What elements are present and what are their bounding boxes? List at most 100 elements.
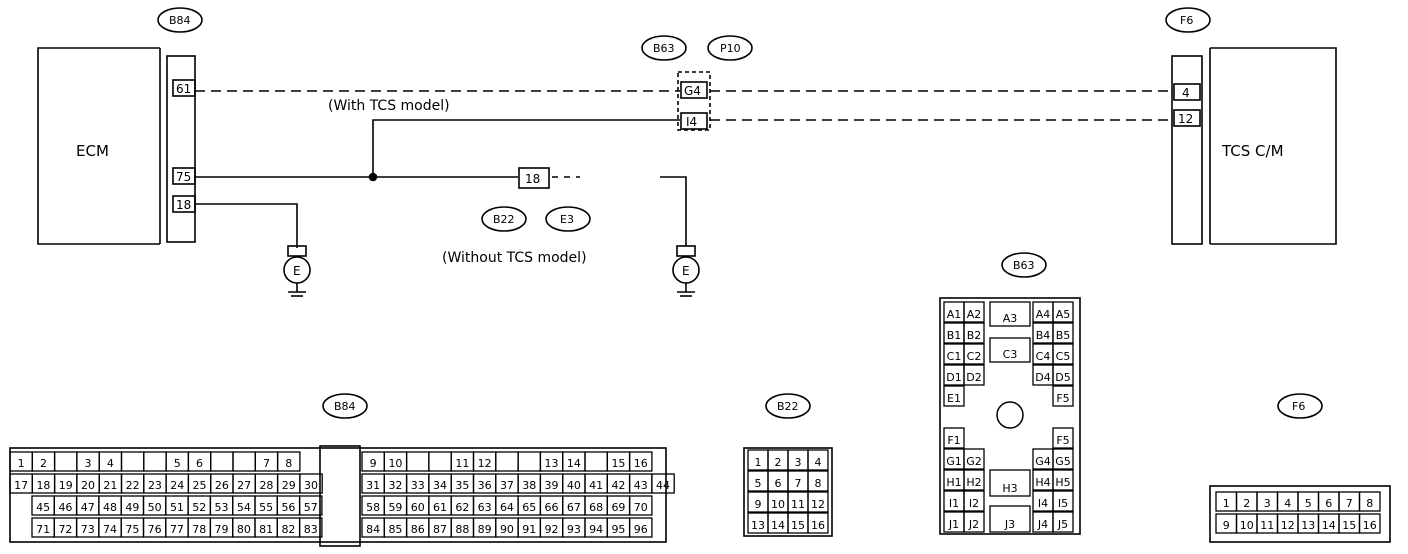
ecm-label: ECM xyxy=(76,142,109,160)
b84-pin-53: 53 xyxy=(215,501,229,514)
relay-pin-i4 xyxy=(680,112,708,130)
with-tcs-note: (With TCS model) xyxy=(328,98,450,114)
b84-pin-21: 21 xyxy=(103,479,117,492)
b84-pin-42: 42 xyxy=(611,479,625,492)
b22-pin-12-cell xyxy=(807,491,829,513)
b84-pin-70: 70 xyxy=(634,501,648,514)
ground-right-block xyxy=(676,245,696,257)
b84-pin-67: 67 xyxy=(567,501,581,514)
b63-pin-C5: C5 xyxy=(1056,350,1071,363)
f6-pin-13: 13 xyxy=(1301,519,1315,532)
b84-pin-63: 63 xyxy=(478,501,492,514)
b84-pin-4: 4 xyxy=(107,457,114,470)
oval-b22-mid-label: B22 xyxy=(493,213,515,226)
b63-pin-C4: C4 xyxy=(1036,350,1051,363)
b63-pin-F5-cell xyxy=(1052,427,1074,449)
b84-pin-10: 10 xyxy=(388,457,402,470)
b84-pin-8: 8 xyxy=(285,457,292,470)
b84-pin-5: 5 xyxy=(174,457,181,470)
b84-pin-75: 75 xyxy=(125,523,139,536)
b63-pin-I2-cell xyxy=(963,490,985,512)
relay-connector xyxy=(677,71,711,131)
oval-b22-mid xyxy=(481,206,527,232)
b84-pin-84: 84 xyxy=(366,523,380,536)
relay-pin-g4-label: G4 xyxy=(684,84,701,98)
b63-pin-A2: A2 xyxy=(967,308,982,321)
f6-pin-12: 12 xyxy=(1281,519,1295,532)
f6-pin-4: 4 xyxy=(1284,497,1291,510)
b63-pin-H5: H5 xyxy=(1055,476,1070,489)
b63-pin-H3: H3 xyxy=(1002,482,1017,495)
oval-b84-conn-label: B84 xyxy=(334,400,356,413)
relay-pin-g4 xyxy=(680,81,708,99)
b22-pin-4: 4 xyxy=(815,456,822,469)
b63-pin-J5: J5 xyxy=(1057,518,1068,531)
oval-f6-conn-label: F6 xyxy=(1292,400,1305,413)
b84-pin-72: 72 xyxy=(58,523,72,536)
b22-pin-14: 14 xyxy=(771,519,785,532)
b84-pin-44-cell xyxy=(651,473,675,494)
tcs-pin-4 xyxy=(1173,83,1201,101)
b84-pin-39: 39 xyxy=(545,479,559,492)
b63-pin-C5-cell xyxy=(1052,343,1074,365)
f6-pin-8-cell xyxy=(1358,491,1381,512)
b63-pin-A3: A3 xyxy=(1003,312,1018,325)
b84-pin-blank-cell xyxy=(120,451,145,472)
b63-pin-J3: J3 xyxy=(1004,518,1015,531)
b84-pin-60: 60 xyxy=(411,501,425,514)
b22-pin-5: 5 xyxy=(755,477,762,490)
oval-p10-top-label: P10 xyxy=(720,42,741,55)
b84-pin-18: 18 xyxy=(36,479,50,492)
b84-pin-7: 7 xyxy=(263,457,270,470)
b84-pin-85: 85 xyxy=(388,523,402,536)
b63-pin-G2: G2 xyxy=(966,455,982,468)
b22-pin-15: 15 xyxy=(791,519,805,532)
b84-pin-35: 35 xyxy=(455,479,469,492)
b63-guide-pin xyxy=(996,401,1024,429)
b63-pin-H1: H1 xyxy=(946,476,961,489)
b63-pin-J5-cell xyxy=(1052,511,1074,533)
b84-pin-87: 87 xyxy=(433,523,447,536)
oval-b63-top-label: B63 xyxy=(653,42,675,55)
b63-pin-J4: J4 xyxy=(1037,518,1048,531)
b84-pin-76: 76 xyxy=(148,523,162,536)
b63-pin-D2-cell xyxy=(963,364,985,386)
b84-pin-74: 74 xyxy=(103,523,117,536)
b22-housing xyxy=(743,447,833,537)
b84-pin-38: 38 xyxy=(522,479,536,492)
ecm-pin-75: 75 xyxy=(176,170,191,184)
b84-pin-62: 62 xyxy=(455,501,469,514)
b63-pin-C1: C1 xyxy=(947,350,962,363)
b84-pin-96-cell xyxy=(628,517,653,538)
b63-pin-G2-cell xyxy=(963,448,985,470)
b84-pin-14: 14 xyxy=(567,457,581,470)
tcs-connector xyxy=(1171,55,1203,245)
b84-pin-blank-cell xyxy=(584,451,608,472)
b84-pin-44: 44 xyxy=(656,479,670,492)
b84-center-key xyxy=(319,445,361,547)
b84-pin-17: 17 xyxy=(14,479,28,492)
b84-pin-blank-cell xyxy=(495,451,519,472)
b84-pin-91: 91 xyxy=(522,523,536,536)
b84-pin-51: 51 xyxy=(170,501,184,514)
b63-pin-E1: E1 xyxy=(947,392,961,405)
b63-pin-D2: D2 xyxy=(966,371,981,384)
b63-pin-H2: H2 xyxy=(966,476,981,489)
b63-pin-H4: H4 xyxy=(1035,476,1050,489)
f6-housing xyxy=(1209,485,1391,543)
b84-pin-86: 86 xyxy=(411,523,425,536)
b84-pin-45: 45 xyxy=(36,501,50,514)
b84-pin-77: 77 xyxy=(170,523,184,536)
b63-pin-C3: C3 xyxy=(1003,348,1018,361)
b22-pin-16: 16 xyxy=(811,519,825,532)
f6-pin-9: 9 xyxy=(1223,519,1230,532)
oval-b84-top-label: B84 xyxy=(169,14,191,27)
b84-pin-82: 82 xyxy=(281,523,295,536)
b22-pin-4-cell xyxy=(807,449,829,471)
b63-pin-I5: I5 xyxy=(1058,497,1068,510)
b63-pin-A2-cell xyxy=(963,301,985,323)
b84-pin-3: 3 xyxy=(85,457,92,470)
b84-pin-71: 71 xyxy=(36,523,50,536)
